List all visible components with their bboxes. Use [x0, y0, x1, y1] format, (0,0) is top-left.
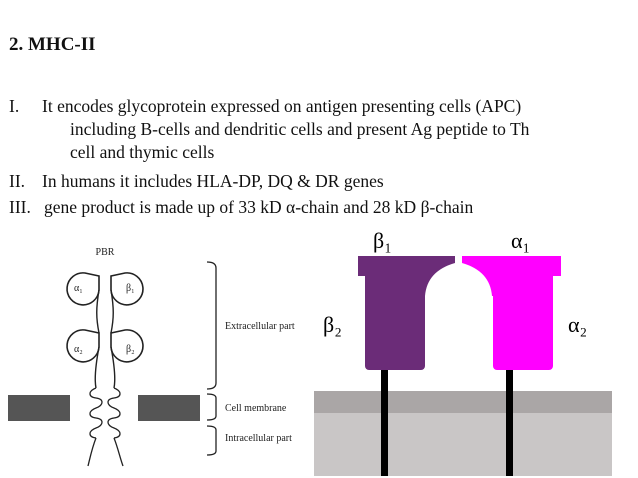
- membrane-bracket: [206, 393, 217, 421]
- bullet-text: It encodes glycoprotein expressed on ant…: [42, 96, 522, 116]
- beta2-label: β₂: [126, 344, 135, 355]
- alpha1-label: α₁: [511, 228, 530, 253]
- alpha-chain-stem: [506, 366, 513, 476]
- alpha1-domain: [462, 256, 561, 296]
- beta1-label: β₁: [373, 228, 392, 253]
- beta-stalk: [110, 346, 116, 389]
- alpha-stalk: [94, 346, 100, 389]
- alpha1-label: α₁: [74, 283, 83, 294]
- alpha2-domain-shape: [66, 329, 100, 363]
- alpha-transmembrane-coil: [89, 387, 103, 439]
- beta-tail: [113, 437, 124, 467]
- beta1-label: β₁: [126, 283, 135, 294]
- membrane-top: [314, 391, 612, 413]
- membrane-block-right: [138, 395, 200, 421]
- bullet-number: I.: [9, 96, 20, 116]
- intracellular-bracket: [206, 425, 217, 456]
- beta-chain-link: [110, 289, 114, 334]
- bullet-text: gene product is made up of 33 kD α-chain…: [44, 197, 474, 217]
- mhc-ii-colored-model: β₁ α₁ β₂ α₂: [314, 228, 612, 476]
- alpha-chain-link: [96, 289, 100, 334]
- alpha2-label: α₂: [568, 312, 587, 337]
- alpha2-domain: [493, 292, 553, 370]
- membrane-label: Cell membrane: [225, 403, 287, 414]
- mhc-ii-schematic: PBR α₁ β₁ α₂ β₂ Extracellular part Cell …: [8, 247, 295, 467]
- extracellular-bracket: [206, 261, 217, 390]
- beta2-label: β₂: [323, 312, 342, 337]
- beta-chain-stem: [381, 366, 388, 476]
- bullet-number: III.: [9, 197, 31, 217]
- bullet-item-1-line-2: including B-cells and dendritic cells an…: [70, 119, 530, 139]
- intracellular-label: Intracellular part: [225, 433, 292, 444]
- bullet-item-1: I. It encodes glycoprotein expressed on a…: [9, 95, 521, 117]
- beta2-domain: [365, 292, 425, 370]
- slide-title: 2. MHC-II: [9, 34, 96, 55]
- bullet-item-1-line-3: cell and thymic cells: [70, 142, 215, 162]
- bullet-item-3: III. gene product is made up of 33 kD α-c…: [9, 196, 473, 218]
- bullet-text: In humans it includes HLA-DP, DQ & DR ge…: [42, 171, 384, 191]
- pbr-label: PBR: [96, 247, 115, 258]
- alpha2-label: α₂: [74, 344, 83, 355]
- membrane-block-left: [8, 395, 70, 421]
- bullet-item-2: II. In humans it includes HLA-DP, DQ & DR…: [9, 170, 384, 192]
- bullet-number: II.: [9, 171, 26, 191]
- alpha-tail: [87, 437, 97, 467]
- extracellular-label: Extracellular part: [225, 321, 295, 332]
- alpha1-domain-shape: [66, 272, 100, 306]
- beta-transmembrane-coil: [107, 387, 121, 439]
- beta1-domain: [358, 256, 455, 296]
